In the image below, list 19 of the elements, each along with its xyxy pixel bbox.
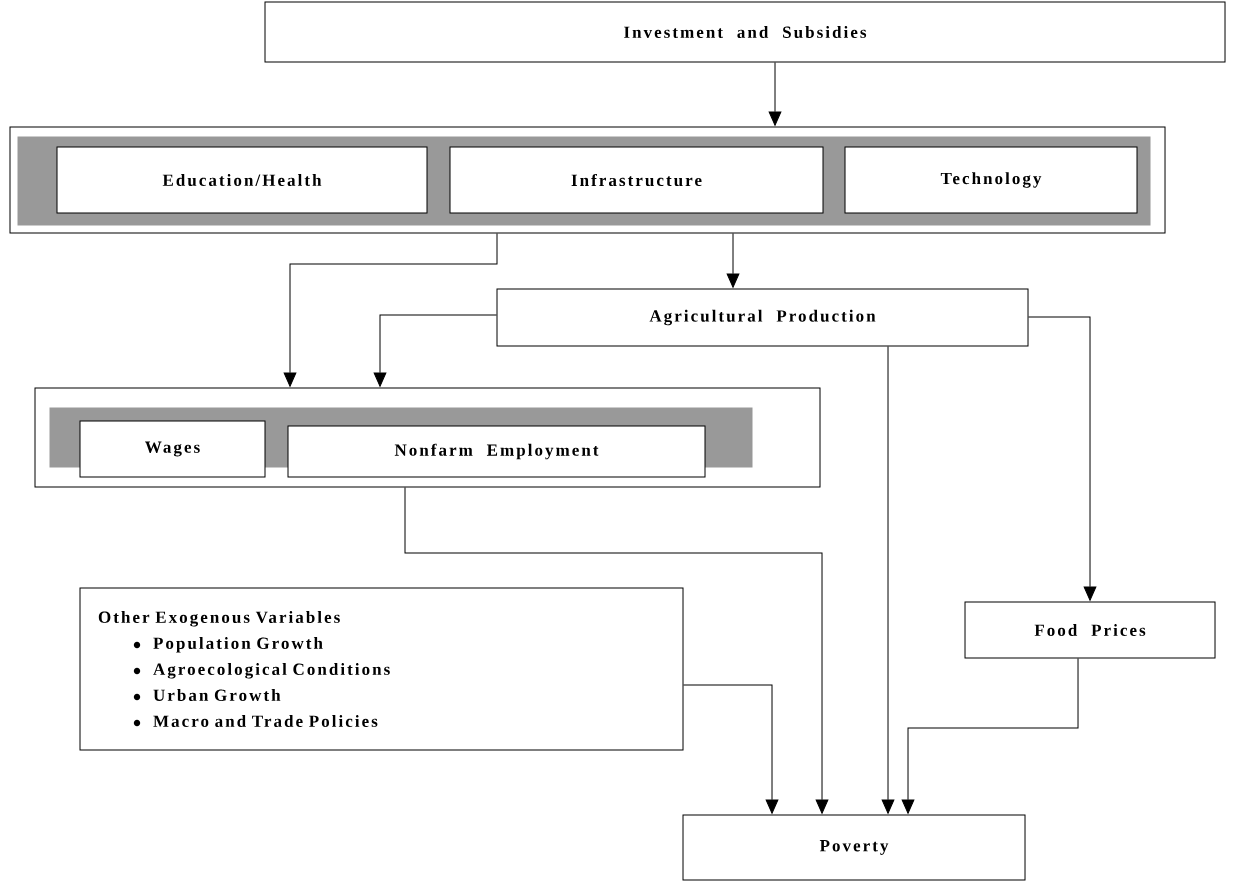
text-box: Technology — [844, 146, 1138, 214]
text-box: Agricultural Production — [496, 288, 1029, 347]
arrow — [283, 233, 498, 387]
text-box: Food Prices — [964, 601, 1216, 659]
arrow — [726, 233, 740, 288]
arrow — [901, 658, 1079, 814]
text-box: Nonfarm Employment — [287, 425, 706, 478]
arrow — [683, 684, 779, 814]
text-box: Investment and Subsidies — [264, 1, 1226, 63]
text-box: Poverty — [682, 814, 1026, 881]
arrow — [373, 314, 497, 387]
arrow — [881, 346, 895, 814]
text-box: Infrastructure — [449, 146, 824, 214]
arrow — [768, 62, 782, 126]
text-box: Education/Health — [56, 146, 428, 214]
arrow — [404, 487, 829, 814]
text-box: Wages — [79, 420, 266, 478]
arrow — [1028, 316, 1097, 601]
list-box: Other Exogenous Variables Population Growth Agroecological Conditions Urban Growth Macro and Trade Policies — [79, 587, 684, 751]
